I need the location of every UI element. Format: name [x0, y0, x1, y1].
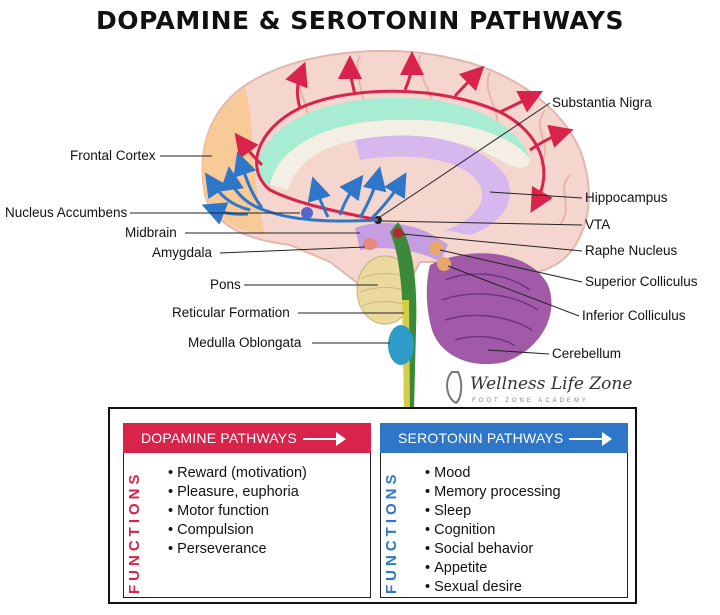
dopamine-functions-label: FUNCTIONS: [126, 470, 143, 594]
list-item: Appetite: [425, 559, 561, 578]
list-item: Memory processing: [425, 483, 561, 502]
logo-tagline: FOOT ZONE ACADEMY: [472, 398, 589, 404]
left-labels: Frontal Cortex Nucleus Accumbens Midbrai…: [5, 148, 404, 350]
page-title: DOPAMINE & SEROTONIN PATHWAYS: [96, 6, 624, 35]
amygdala-shape: [363, 238, 377, 250]
label-inferior-colliculus: Inferior Colliculus: [582, 308, 686, 323]
foot-icon: [446, 371, 463, 405]
label-hippocampus: Hippocampus: [585, 190, 668, 205]
label-amygdala: Amygdala: [152, 245, 213, 260]
arrow-right-icon: [569, 432, 613, 447]
list-item: Cognition: [425, 521, 561, 540]
serotonin-functions-list: Mood Memory processing Sleep Cognition S…: [425, 464, 561, 597]
cingulate-band: [255, 97, 530, 185]
cerebellum-folia: [441, 273, 539, 347]
dopamine-column: DOPAMINE PATHWAYS FUNCTIONS Reward (moti…: [123, 423, 371, 598]
list-item: Reward (motivation): [168, 464, 307, 483]
list-item: Sleep: [425, 502, 561, 521]
dopamine-functions-list: Reward (motivation) Pleasure, euphoria M…: [168, 464, 307, 559]
label-frontal-cortex: Frontal Cortex: [70, 148, 156, 163]
superior-colliculus-shape: [429, 241, 443, 255]
label-medulla-oblongata: Medulla Oblongata: [188, 335, 302, 350]
inferior-colliculus-shape: [437, 257, 451, 271]
label-midbrain: Midbrain: [125, 225, 177, 240]
label-cerebellum: Cerebellum: [552, 346, 621, 361]
list-item: Compulsion: [168, 521, 307, 540]
serotonin-header: SEROTONIN PATHWAYS: [380, 423, 628, 453]
list-item: Mood: [425, 464, 561, 483]
raphe-dot: [393, 228, 403, 238]
corpus-callosum: [270, 119, 530, 190]
label-substantia-nigra: Substantia Nigra: [552, 95, 652, 110]
nucleus-accumbens-dot: [301, 207, 313, 219]
hippocampus: [355, 135, 511, 235]
serotonin-functions-label: FUNCTIONS: [383, 470, 400, 594]
label-vta: VTA: [585, 217, 610, 232]
label-superior-colliculus: Superior Colliculus: [585, 274, 698, 289]
dopamine-header: DOPAMINE PATHWAYS: [123, 423, 371, 453]
dopamine-pathways: [234, 51, 574, 222]
right-labels: Substantia Nigra Hippocampus VTA Raphe N…: [379, 95, 698, 361]
list-item: Motor function: [168, 502, 307, 521]
dopamine-header-text: DOPAMINE PATHWAYS: [141, 430, 297, 446]
list-item: Perseverance: [168, 540, 307, 559]
functions-panel: DOPAMINE PATHWAYS FUNCTIONS Reward (moti…: [108, 407, 637, 604]
list-item: Pleasure, euphoria: [168, 483, 307, 502]
wellness-life-zone-logo: Wellness Life Zone FOOT ZONE ACADEMY: [446, 371, 632, 405]
serotonin-header-text: SEROTONIN PATHWAYS: [398, 430, 564, 446]
label-raphe-nucleus: Raphe Nucleus: [585, 243, 678, 258]
list-item: Social behavior: [425, 540, 561, 559]
list-item: Sexual desire: [425, 578, 561, 597]
serotonin-column: SEROTONIN PATHWAYS FUNCTIONS Mood Memory…: [380, 423, 628, 598]
label-nucleus-accumbens: Nucleus Accumbens: [5, 205, 128, 220]
medulla-oblongata: [388, 325, 414, 365]
cerebellum: [426, 253, 552, 365]
arrow-right-icon: [302, 432, 346, 447]
logo-name: Wellness Life Zone: [470, 374, 632, 394]
label-pons: Pons: [210, 277, 241, 292]
label-reticular-formation: Reticular Formation: [172, 305, 290, 320]
